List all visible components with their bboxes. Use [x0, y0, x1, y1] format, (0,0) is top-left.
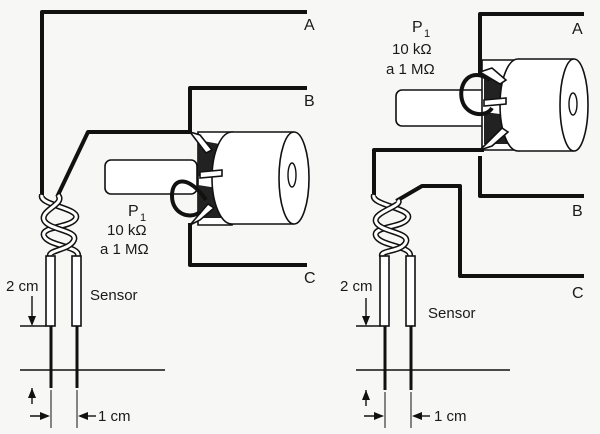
left-pot-subscript: 1	[140, 212, 146, 224]
left-dim-height-label: 2 cm	[6, 278, 39, 295]
right-label-a: A	[572, 21, 583, 38]
right-dim-1cm-right-arrow	[374, 412, 384, 420]
left-dim-spacing-label: 1 cm	[98, 408, 131, 425]
right-dim-arrow-up	[362, 390, 370, 400]
right-pot-lug-1	[478, 67, 508, 85]
left-pot-label: P	[128, 203, 139, 220]
left-label-a: A	[304, 17, 315, 34]
left-label-c: C	[304, 270, 316, 287]
left-wire-a	[40, 10, 307, 197]
left-dim-1cm-left-arrow	[78, 412, 88, 420]
left-pot-lug-3	[189, 202, 216, 226]
left-pot-loop	[169, 179, 208, 218]
right-sensor-lead-1	[379, 255, 390, 327]
left-dim-arrow-down	[28, 316, 36, 326]
right-wire-a	[478, 12, 584, 74]
right-pot-lug-2	[483, 97, 507, 107]
left-pot-shaft	[104, 159, 198, 195]
right-dim-spacing-label: 1 cm	[434, 408, 467, 425]
left-dim-arrow-up	[28, 388, 36, 398]
right-pot-subscript: 1	[424, 28, 430, 40]
left-wire-c	[188, 223, 307, 267]
left-pot-value-2: a 1 MΩ	[100, 241, 149, 258]
right-wire-b	[372, 148, 484, 197]
left-pot-lug-2	[199, 169, 223, 179]
right-pot-loop	[459, 73, 494, 117]
right-dim-1cm-left-arrow	[412, 412, 422, 420]
left-sensor-twist	[39, 193, 81, 257]
right-sensor-label: Sensor	[428, 305, 476, 322]
left-pot-lug-1	[187, 130, 214, 155]
left-sensor-lead-1	[45, 255, 56, 327]
right-label-c: C	[572, 285, 584, 302]
right-wire-c	[395, 184, 584, 278]
right-pot-value-1: 10 kΩ	[392, 41, 432, 58]
right-figure: A B C P 1 10 kΩ a 1 MΩ Sensor 2 cm 1 cm	[340, 12, 589, 428]
left-figure: A B C P 1 10 kΩ a 1 MΩ Sensor 2 cm 1 cm	[6, 10, 316, 428]
right-wire-b2	[478, 156, 584, 198]
right-potentiometer	[395, 58, 589, 152]
right-sensor-twist	[371, 193, 413, 258]
right-pot-lug-3	[479, 126, 510, 151]
right-pot-value-2: a 1 MΩ	[386, 61, 435, 78]
right-dim-height-label: 2 cm	[340, 278, 373, 295]
left-potentiometer	[104, 130, 310, 226]
right-pot-label: P	[412, 19, 423, 36]
left-sensor-lead-2	[71, 255, 82, 327]
right-sensor-lead-2	[405, 255, 416, 327]
left-pot-value-1: 10 kΩ	[107, 222, 147, 239]
left-pot-hole	[287, 162, 297, 188]
right-dim-arrow-down	[362, 316, 370, 326]
left-sensor-label: Sensor	[90, 287, 138, 304]
left-label-b: B	[304, 93, 315, 110]
left-dim-1cm-right-arrow	[40, 412, 50, 420]
right-label-b: B	[572, 203, 583, 220]
right-pot-hole	[568, 92, 578, 116]
